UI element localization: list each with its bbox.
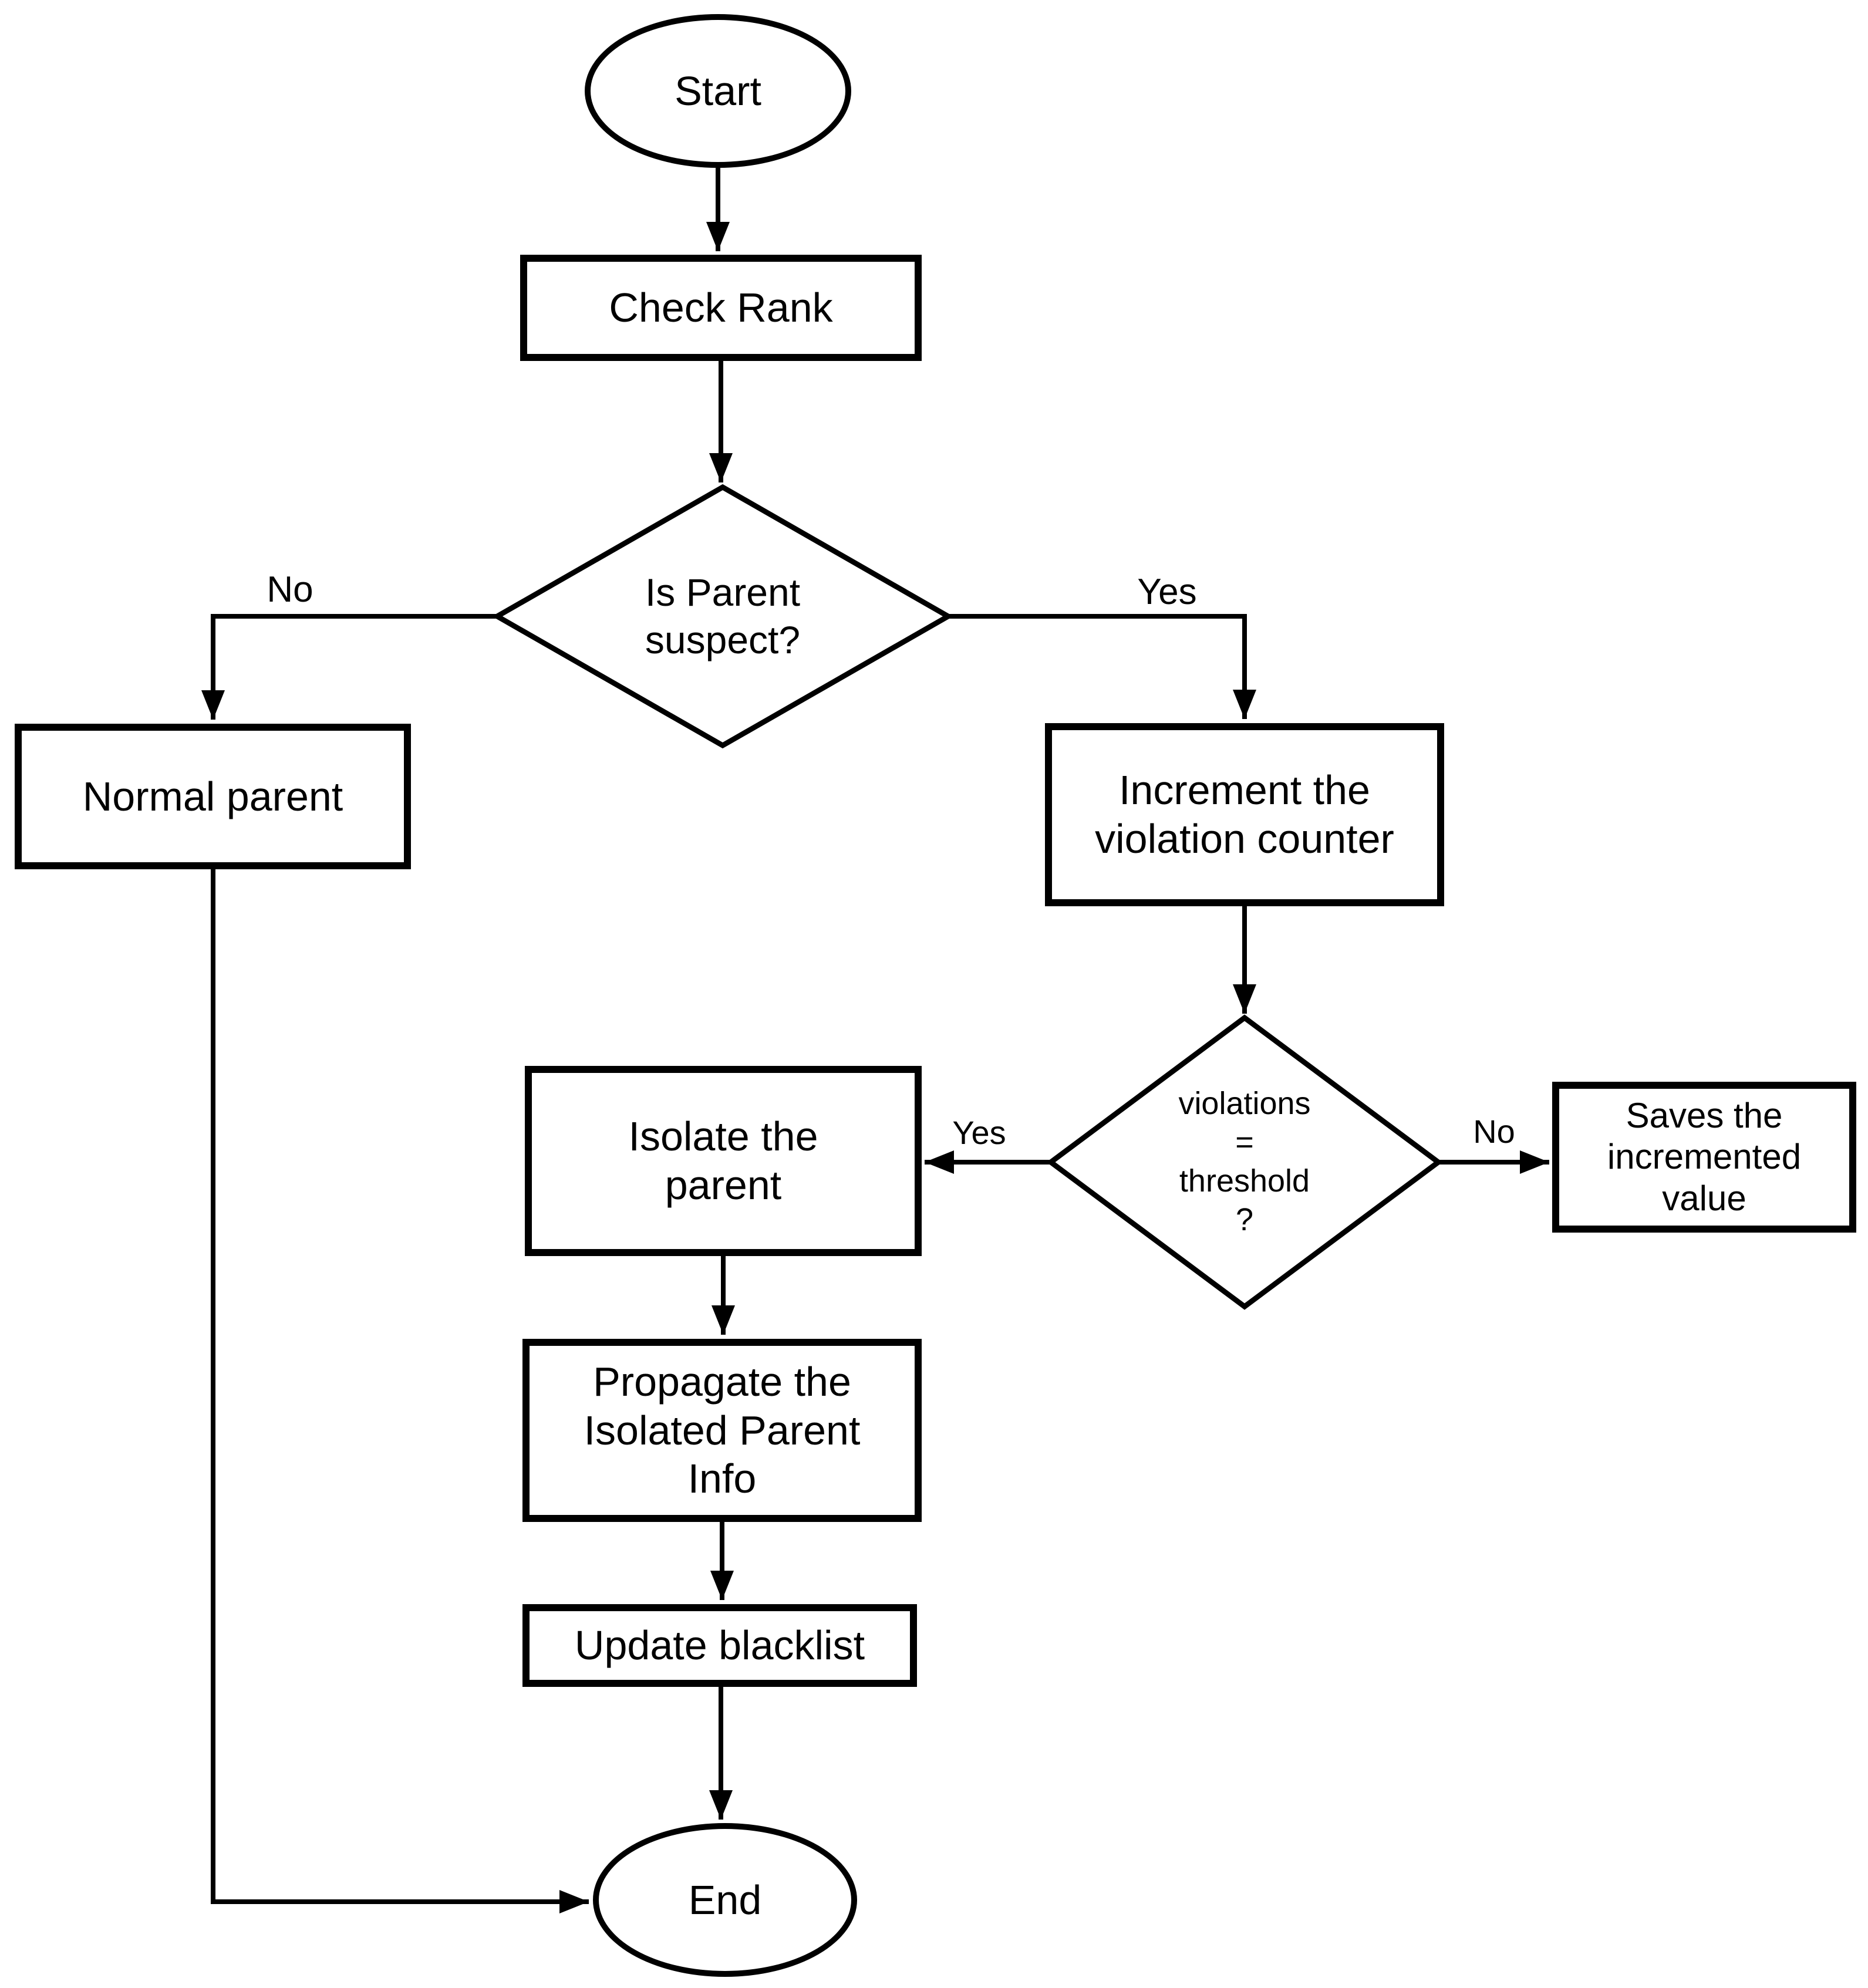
node-saves-incremented-value: Saves the incremented value: [1552, 1082, 1856, 1233]
node-start-label: Start: [675, 67, 761, 114]
connector-normal-parent-to-end: [211, 869, 589, 1913]
node-start: Start: [585, 14, 851, 168]
node-violations-equal-threshold: violations = threshold ?: [1098, 1080, 1391, 1244]
edge-label-threshold-yes: Yes: [952, 1114, 1006, 1151]
decision-violations-threshold-shape: [1046, 1014, 1443, 1310]
connector-suspect-no-to-normal-parent: [201, 614, 498, 720]
connector-suspect-yes-to-increment: [947, 614, 1256, 719]
node-propagate-isolated-parent-info-label: Propagate the Isolated Parent Info: [584, 1359, 861, 1502]
edge-label-threshold-no: No: [1473, 1113, 1515, 1150]
node-update-blacklist: Update blacklist: [522, 1604, 917, 1687]
node-increment-violation-counter-label: Increment the violation counter: [1095, 767, 1394, 862]
node-is-parent-suspect-label: Is Parent suspect?: [645, 571, 801, 661]
node-saves-incremented-value-label: Saves the incremented value: [1607, 1096, 1802, 1218]
node-violations-equal-threshold-label: violations = threshold ?: [1178, 1086, 1311, 1237]
node-normal-parent: Normal parent: [15, 724, 411, 869]
node-propagate-isolated-parent-info: Propagate the Isolated Parent Info: [522, 1339, 922, 1522]
edge-label-suspect-yes: Yes: [1137, 572, 1197, 612]
node-isolate-parent: Isolate the parent: [525, 1066, 922, 1256]
node-end-label: End: [688, 1876, 762, 1923]
node-increment-violation-counter: Increment the violation counter: [1045, 723, 1444, 906]
node-update-blacklist-label: Update blacklist: [574, 1622, 865, 1669]
decision-is-parent-suspect-shape: [491, 484, 954, 749]
node-isolate-parent-label: Isolate the parent: [628, 1113, 818, 1208]
node-end: End: [593, 1823, 857, 1977]
node-check-rank: Check Rank: [520, 255, 922, 361]
node-normal-parent-label: Normal parent: [82, 773, 343, 819]
edge-label-suspect-no: No: [267, 569, 313, 610]
node-is-parent-suspect: Is Parent suspect?: [547, 546, 899, 687]
node-check-rank-label: Check Rank: [609, 285, 833, 331]
